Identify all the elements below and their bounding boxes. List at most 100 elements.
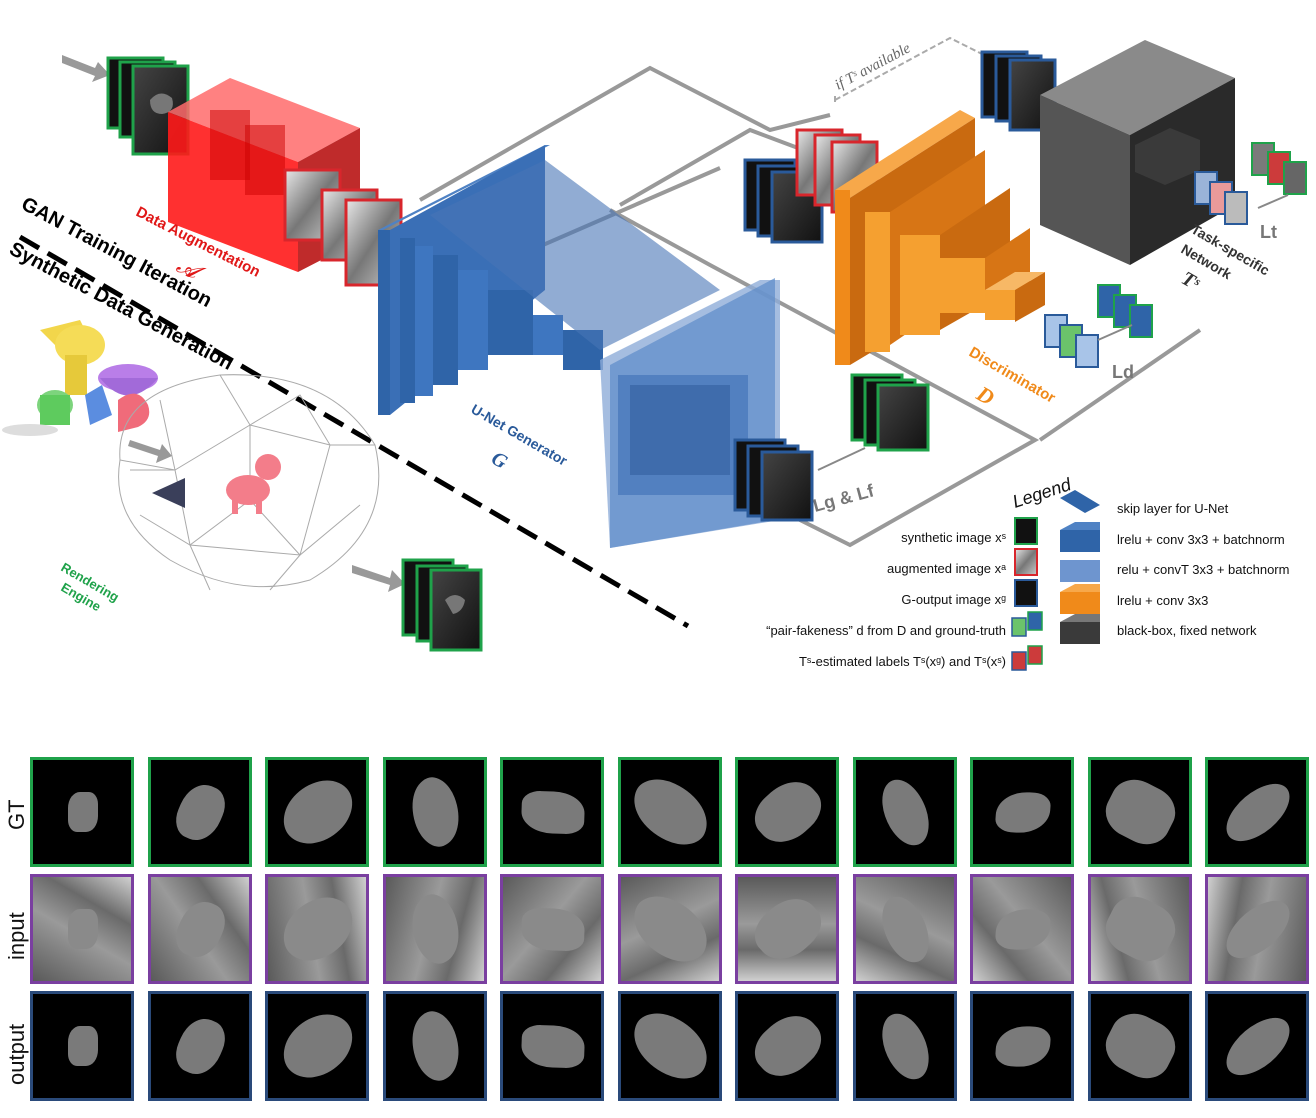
input-thumbnail xyxy=(30,874,134,984)
g-output-stack-disc xyxy=(850,373,930,452)
row-label-input: input xyxy=(4,912,29,960)
depth-blob xyxy=(169,777,232,847)
depth-blob xyxy=(169,894,232,964)
depth-blob xyxy=(994,906,1052,952)
input-thumbnail xyxy=(617,874,722,984)
gt-thumbnail xyxy=(147,757,252,867)
separator-dashed-line xyxy=(18,234,690,629)
input-thumbnail xyxy=(852,874,957,984)
input-arrow-icon xyxy=(62,55,110,82)
depth-blob xyxy=(1216,772,1300,852)
depth-blob xyxy=(271,883,365,975)
synthetic-image-stack-bottom xyxy=(401,558,483,652)
loss-d-arrow xyxy=(1097,324,1133,341)
depth-blob xyxy=(169,1011,232,1081)
depth-blob xyxy=(68,792,98,832)
depth-blob xyxy=(1097,770,1184,854)
output-thumbnail xyxy=(970,991,1074,1101)
legend-title: Legend xyxy=(1010,474,1074,512)
legend-left-4: “pair-fakeness” d from D and ground-trut… xyxy=(766,623,1006,638)
output-thumbnail xyxy=(382,991,487,1101)
gt-thumbnail xyxy=(617,757,722,867)
task-network-symbol: Tˢ xyxy=(1178,267,1205,295)
depth-blob xyxy=(68,909,98,949)
if-available-label: if Tˢ available xyxy=(832,40,913,93)
legend-right-1: skip layer for U-Net xyxy=(1117,501,1229,516)
output-thumbnail xyxy=(30,991,134,1101)
depth-blob xyxy=(622,1004,719,1088)
output-thumbnail xyxy=(852,991,957,1101)
depth-blob xyxy=(874,1006,937,1086)
discriminator-block xyxy=(835,110,1045,365)
augmented-image-stack xyxy=(283,168,403,287)
input-thumbnail xyxy=(1205,874,1309,984)
depth-blob xyxy=(1216,1006,1300,1086)
input-thumbnail xyxy=(265,874,369,984)
legend-right-4: lrelu + conv 3x3 xyxy=(1117,593,1209,608)
depth-blob xyxy=(994,1023,1052,1069)
depth-blob xyxy=(520,1023,586,1069)
depth-blob xyxy=(1216,889,1300,969)
depth-blob xyxy=(271,1000,365,1092)
legend-right-3: relu + convT 3x3 + batchnorm xyxy=(1117,562,1290,577)
depth-blob xyxy=(401,1005,470,1087)
input-thumbnail xyxy=(735,874,839,984)
row-label-output: output xyxy=(4,1023,29,1085)
depth-blob xyxy=(745,1003,831,1089)
legend-left-2: augmented image xᵃ xyxy=(886,561,1006,576)
gt-thumbnail xyxy=(265,757,369,867)
legend-left-5: Tˢ-estimated labels Tˢ(xᵍ) and Tˢ(xˢ) xyxy=(798,654,1006,669)
render-dome xyxy=(118,374,380,591)
depth-blob xyxy=(1097,1004,1184,1088)
legend-left-3: G-output image xᵍ xyxy=(901,592,1006,607)
result-grid xyxy=(30,757,1316,1107)
if-available-path xyxy=(834,36,991,104)
unet-generator-label: U-Net Generator xyxy=(469,401,571,469)
legend-icons xyxy=(1011,490,1100,671)
output-thumbnail xyxy=(617,991,722,1101)
depth-blob xyxy=(1097,887,1184,971)
loss-g-f-arrow xyxy=(817,447,866,471)
unet-generator-block xyxy=(378,145,780,548)
legend-right-2: lrelu + conv 3x3 + batchnorm xyxy=(1117,532,1285,547)
unet-generator-symbol: G xyxy=(488,447,512,474)
depth-blob xyxy=(68,1026,98,1066)
gt-thumbnail xyxy=(1087,757,1192,867)
output-thumbnail xyxy=(265,991,369,1101)
output-thumbnail xyxy=(500,991,604,1101)
depth-blob xyxy=(401,888,470,970)
input-thumbnail xyxy=(970,874,1074,984)
fakeness-tiles xyxy=(1044,284,1153,368)
gt-thumbnail xyxy=(500,757,604,867)
input-thumbnail xyxy=(382,874,487,984)
row-label-gt: GT xyxy=(4,799,29,830)
gt-thumbnail xyxy=(970,757,1074,867)
input-thumbnail xyxy=(1087,874,1192,984)
loss-d-label: Ld xyxy=(1112,362,1134,382)
loss-g-f-label: Lg & Lf xyxy=(811,480,877,516)
depth-blob xyxy=(520,789,586,835)
render-arrow-icon xyxy=(128,440,172,463)
output-thumbnail xyxy=(735,991,839,1101)
depth-blob xyxy=(622,770,719,854)
output-thumbnail xyxy=(1087,991,1192,1101)
input-thumbnail xyxy=(147,874,252,984)
depth-blob xyxy=(271,766,365,858)
depth-blob xyxy=(874,772,937,852)
camera-cone-icon xyxy=(152,478,185,508)
output-arrow-icon xyxy=(352,565,405,592)
rendered-object xyxy=(226,454,281,514)
depth-blob xyxy=(994,789,1052,835)
g-output-stack xyxy=(733,438,814,522)
depth-blob xyxy=(745,769,831,855)
legend-right-5: black-box, fixed network xyxy=(1117,623,1257,638)
pipeline-diagram: Data Augmentation 𝓐 GAN Training Iterati… xyxy=(2,36,1307,671)
gt-thumbnail xyxy=(382,757,487,867)
output-thumbnail xyxy=(147,991,252,1101)
loss-t-arrow xyxy=(1257,194,1289,209)
loss-t-label: Lt xyxy=(1260,222,1277,242)
depth-blob xyxy=(520,906,586,952)
rendering-objects xyxy=(2,320,158,436)
depth-blob xyxy=(874,889,937,969)
task-label-tiles xyxy=(1194,142,1307,225)
